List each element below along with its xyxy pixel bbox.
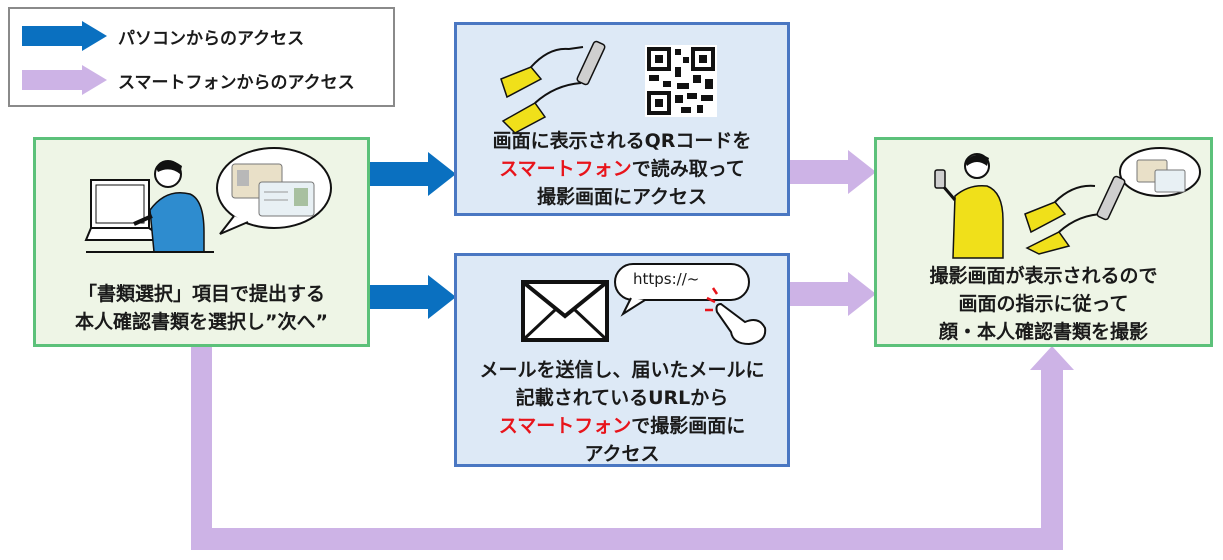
mail-step-line2: 記載されているURLから <box>515 387 729 409</box>
qr-access-step: 画面に表示されるQRコードを スマートフォンで読み取って 撮影画面にアクセス <box>454 22 790 216</box>
mail-step-line3-rest: で撮影画面に <box>631 415 746 437</box>
mail-step-line4: アクセス <box>584 443 660 465</box>
legend: パソコンからのアクセス スマートフォンからのアクセス <box>8 7 395 107</box>
legend-sp-arrow <box>22 65 107 95</box>
document-select-step: 「書類選択」項目で提出する 本人確認書類を選択し”次へ” <box>33 137 370 347</box>
qr-step-line2: スマートフォンで読み取って <box>457 155 787 183</box>
sp-arrow-from-qr <box>790 150 876 194</box>
sp-arrow-from-mail <box>790 272 876 316</box>
mail-step-line1: メールを送信し、届いたメールに <box>479 359 765 381</box>
qr-step-line3: 撮影画面にアクセス <box>536 186 708 208</box>
legend-sp-label: スマートフォンからのアクセス <box>118 73 355 93</box>
id-cards-bubble-icon <box>216 147 332 235</box>
person-laptop-icon <box>84 160 214 253</box>
photo-step-line1: 撮影画面が表示されるので <box>929 265 1158 287</box>
legend-pc-label: パソコンからのアクセス <box>118 29 305 49</box>
legend-pc-arrow <box>22 21 107 51</box>
pointing-hand-icon <box>705 287 767 346</box>
photo-step-line2: 画面の指示に従って <box>958 293 1129 315</box>
hands-phone-id-icon <box>1024 147 1201 255</box>
photo-step-line3: 顔・本人確認書類を撮影 <box>938 321 1148 343</box>
qr-code-icon <box>645 45 717 117</box>
document-select-line2: 本人確認書類を選択し”次へ” <box>75 311 328 333</box>
qr-step-line2-rest: で読み取って <box>631 158 745 180</box>
photo-capture-step: 撮影画面が表示されるので 画面の指示に従って 顔・本人確認書類を撮影 <box>874 137 1213 347</box>
document-select-line1: 「書類選択」項目で提出する <box>77 283 325 305</box>
mail-access-step: https://~ メールを送信し、届いたメールに 記載されているURLから ス… <box>454 253 790 467</box>
mail-step-line3: スマートフォンで撮影画面に <box>457 412 787 440</box>
person-taking-selfie-icon <box>934 153 1004 259</box>
qr-step-line1: 画面に表示されるQRコードを <box>492 130 752 152</box>
pc-arrow-to-qr <box>370 152 456 196</box>
url-bubble-text: https://~ <box>633 270 700 288</box>
pc-arrow-to-mail <box>370 275 456 319</box>
mail-step-smartphone-highlight: スマートフォン <box>498 415 632 437</box>
hand-holding-phone-icon <box>500 40 606 134</box>
envelope-icon <box>521 280 609 342</box>
qr-step-smartphone-highlight: スマートフォン <box>499 158 632 180</box>
